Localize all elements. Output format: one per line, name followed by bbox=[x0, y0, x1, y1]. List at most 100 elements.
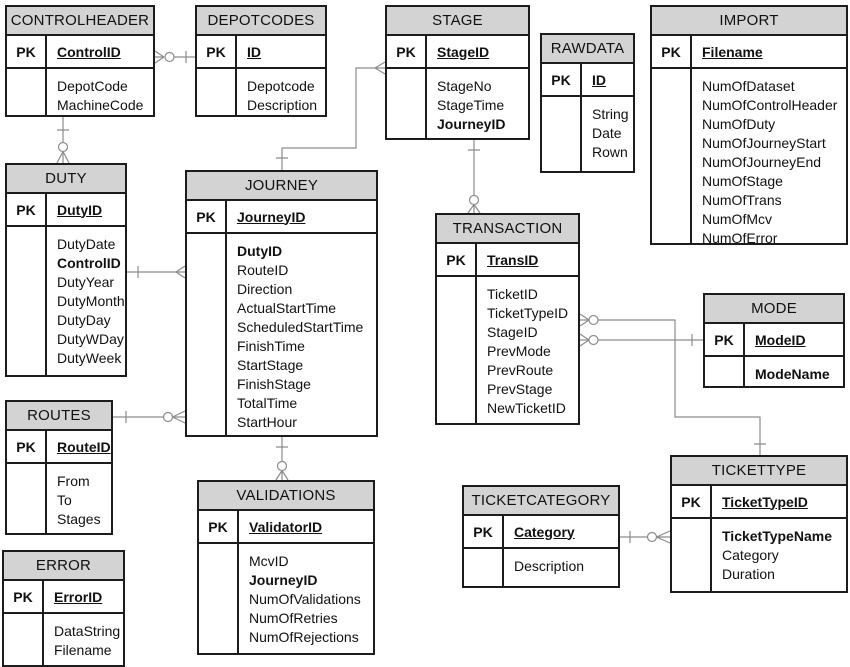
pk-label: PK bbox=[672, 486, 712, 517]
pk-label: PK bbox=[199, 511, 239, 542]
attr-prevmode: PrevMode bbox=[487, 343, 551, 359]
attr-scheduledstarttime: ScheduledStartTime bbox=[237, 319, 364, 335]
table-title: TICKETTYPE bbox=[672, 457, 846, 486]
table-title: TRANSACTION bbox=[437, 215, 578, 244]
attr-spacer bbox=[387, 69, 427, 138]
attr-spacer bbox=[199, 544, 239, 653]
pk-row: PK ValidatorID bbox=[199, 511, 373, 544]
attr-direction: Direction bbox=[237, 281, 293, 297]
attr-starthour: StartHour bbox=[237, 414, 297, 430]
attr-newticketid: NewTicketID bbox=[487, 400, 566, 416]
attr-description: Description bbox=[514, 558, 585, 574]
pk-row: PK ID bbox=[197, 36, 325, 69]
attr-prevroute: PrevRoute bbox=[487, 362, 554, 378]
attr-stageid: StageID bbox=[487, 324, 538, 340]
attr-numofjourneystart: NumOfJourneyStart bbox=[702, 135, 826, 151]
table-tickettype: TICKETTYPE PK TicketTypeID TicketTypeNam… bbox=[670, 455, 848, 593]
pk-row: PK RouteID bbox=[7, 431, 111, 464]
pk-row: PK DutyID bbox=[7, 194, 125, 227]
attr-stageno: StageNo bbox=[437, 78, 492, 94]
attr-list: Description bbox=[504, 549, 618, 586]
table-title: VALIDATIONS bbox=[199, 482, 373, 511]
pk-field: RouteID bbox=[57, 438, 111, 455]
attr-dutyday: DutyDay bbox=[57, 312, 111, 328]
pk-label: PK bbox=[197, 36, 237, 67]
attr-numofrejections: NumOfRejections bbox=[249, 629, 359, 645]
attr-to: To bbox=[57, 492, 72, 508]
pk-field: ID bbox=[592, 71, 606, 88]
attr-finishstage: FinishStage bbox=[237, 376, 311, 392]
attr-dutyyear: DutyYear bbox=[57, 274, 115, 290]
pk-label: PK bbox=[187, 201, 227, 232]
pk-row: PK ErrorID bbox=[4, 581, 123, 614]
attr-numofjourneyend: NumOfJourneyEnd bbox=[702, 154, 822, 170]
table-title: DEPOTCODES bbox=[197, 7, 325, 36]
attr-list: ModeName bbox=[745, 357, 843, 386]
pk-row: PK ControlID bbox=[7, 36, 153, 69]
attr-dutywday: DutyWDay bbox=[57, 331, 124, 347]
pk-row: PK TicketTypeID bbox=[672, 486, 846, 519]
relationship-mode-transaction bbox=[580, 334, 703, 346]
attr-journeyid: JourneyID bbox=[249, 572, 318, 588]
table-title: STAGE bbox=[387, 7, 528, 36]
attr-description: Description bbox=[247, 97, 318, 113]
pk-label: PK bbox=[7, 36, 47, 67]
attr-startstage: StartStage bbox=[237, 357, 304, 373]
pk-field: Filename bbox=[702, 43, 763, 60]
relationship-controlheader-duty bbox=[57, 117, 69, 163]
attr-spacer bbox=[437, 277, 477, 423]
attr-totaltime: TotalTime bbox=[237, 395, 298, 411]
pk-field: JourneyID bbox=[237, 208, 306, 225]
pk-row: PK JourneyID bbox=[187, 201, 376, 234]
attr-numofstage: NumOfStage bbox=[702, 173, 783, 189]
attr-spacer bbox=[542, 97, 582, 171]
pk-label: PK bbox=[4, 581, 44, 612]
attr-datastring: DataString bbox=[54, 623, 121, 639]
attr-tickettypename: TicketTypeName bbox=[722, 528, 832, 544]
attr-spacer bbox=[652, 69, 692, 243]
attr-routeid: RouteID bbox=[237, 262, 289, 278]
table-title: ERROR bbox=[4, 552, 123, 581]
attr-numofvalidations: NumOfValidations bbox=[249, 591, 361, 607]
relationship-depotcodes-controlheader bbox=[155, 51, 195, 63]
attr-depotcode: DepotCode bbox=[57, 78, 128, 94]
attr-spacer bbox=[7, 227, 47, 375]
attr-dutymonth: DutyMonth bbox=[57, 293, 125, 309]
pk-field: ControlID bbox=[57, 43, 121, 60]
table-title: CONTROLHEADER bbox=[7, 7, 153, 36]
attr-spacer bbox=[7, 69, 47, 115]
pk-label: PK bbox=[7, 194, 47, 225]
pk-row: PK ModeID bbox=[705, 324, 843, 357]
table-title: JOURNEY bbox=[187, 172, 376, 201]
attr-numofdataset: NumOfDataset bbox=[702, 78, 795, 94]
attr-stages: Stages bbox=[57, 511, 101, 527]
attr-filename: Filename bbox=[54, 642, 112, 658]
attr-category: Category bbox=[722, 547, 779, 563]
attr-tickettypeid: TicketTypeID bbox=[487, 305, 569, 321]
pk-label: PK bbox=[652, 36, 692, 67]
pk-field: ErrorID bbox=[54, 588, 103, 605]
attr-numoftrans: NumOfTrans bbox=[702, 192, 782, 208]
pk-field: ValidatorID bbox=[249, 518, 323, 535]
attr-ticketid: TicketID bbox=[487, 286, 538, 302]
relationship-journey-validations bbox=[276, 437, 288, 480]
